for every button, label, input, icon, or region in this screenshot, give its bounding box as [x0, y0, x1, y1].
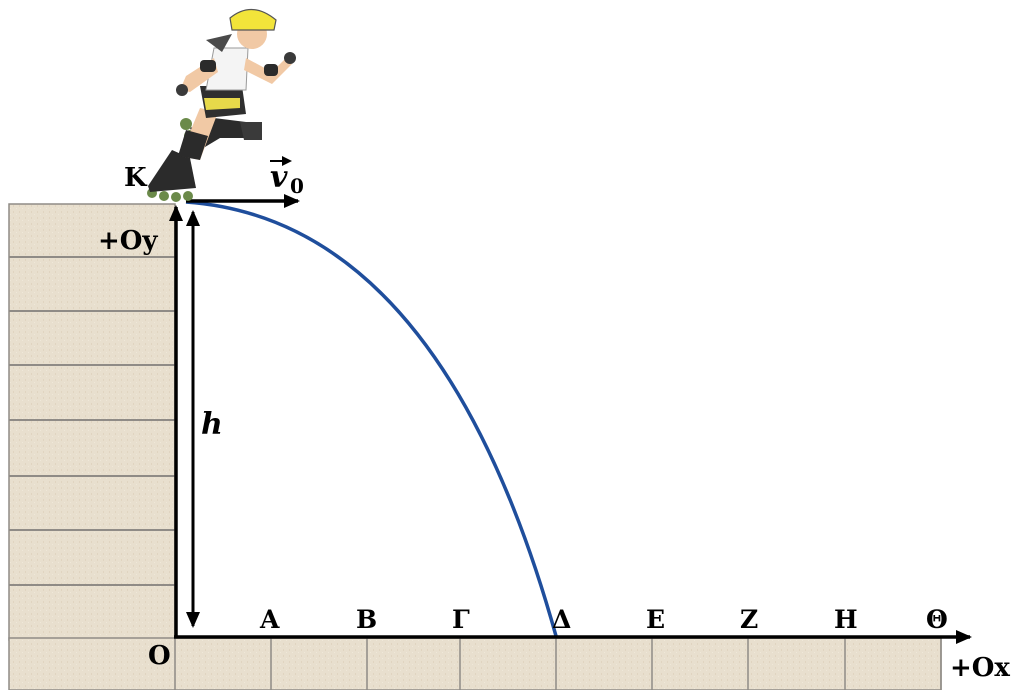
ground-point-label: Θ [926, 605, 948, 634]
ground-point-label: Η [834, 605, 858, 634]
ground-point-label: Ζ [740, 605, 758, 634]
ground-bricks [8, 637, 942, 690]
ground-point-labels: Α Β Γ Δ Ε Ζ Η Θ [259, 605, 948, 634]
ground-point-label: Δ [552, 605, 571, 634]
ground-point-label: Γ [452, 605, 470, 634]
ground-point-label: Α [259, 605, 280, 634]
rollerblader-figure [147, 8, 296, 202]
velocity-subscript: 0 [290, 174, 304, 198]
ground-point-label: Β [356, 605, 377, 634]
trajectory-curve [185, 200, 558, 637]
height-label: h [201, 407, 223, 442]
launch-point-label: Κ [124, 163, 148, 193]
y-axis-label: +Oy [98, 226, 158, 256]
x-axis-label: +Ox [950, 653, 1010, 683]
brick-wall [8, 203, 176, 641]
ground-point-label: Ε [646, 605, 665, 634]
origin-label: O [148, 641, 171, 671]
velocity-label: v 0 [270, 156, 304, 198]
velocity-symbol: v [270, 160, 288, 195]
